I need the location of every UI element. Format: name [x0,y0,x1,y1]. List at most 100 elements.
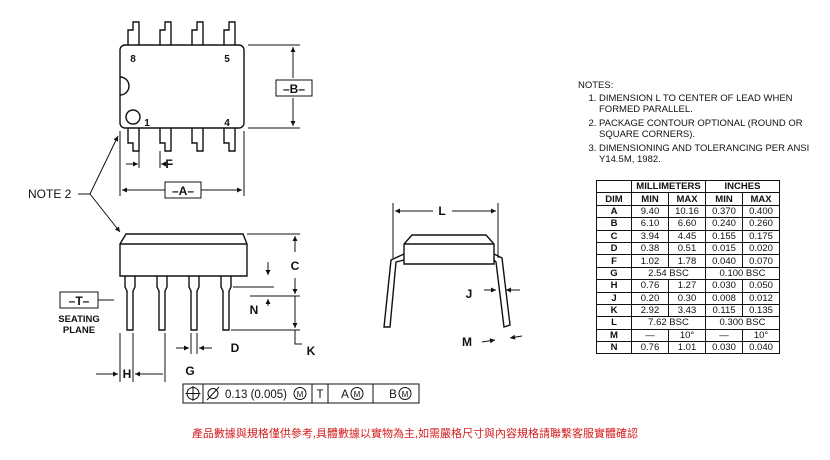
table-cell-value: 0.175 [742,229,780,243]
table-cell-dim: F [596,254,632,268]
dimension-n [233,262,274,306]
table-cell-value: 0.050 [742,279,780,293]
table-cell-dim: L [596,316,632,330]
dimension-d [176,333,212,354]
dimension-g-label: G [185,364,194,378]
table-cell-value: 0.040 [705,254,743,268]
table-column-header: DIM [596,192,632,206]
datum-t [59,291,114,309]
seating-plane-label-1: SEATING [58,314,100,325]
dimension-c [247,233,300,297]
table-column-header: MIN [631,192,669,206]
pin-8-label: 8 [130,54,136,65]
note-item: DIMENSION L TO CENTER OF LEAD WHEN FORME… [599,93,818,116]
end-view [383,234,511,328]
table-cell-value: 0.30 [668,291,706,305]
notes-title: NOTES: [578,80,614,91]
table-cell-value: 1.78 [668,254,706,268]
note-item: DIMENSIONING AND TOLERANCING PER ANSI Y1… [599,143,818,166]
table-cell-value: 10° [742,328,780,343]
table-cell-value: 0.135 [742,303,780,318]
dimension-h-label: H [123,367,132,381]
table-group-header: INCHES [705,179,780,194]
table-cell-dim: K [596,303,632,318]
front-view [119,233,248,331]
table-cell-value: 2.54 BSC [631,266,706,281]
dimension-m-label: M [462,335,472,349]
dimension-c-label: C [291,259,300,273]
note-2-leaders [78,135,121,233]
table-cell-value: 0.370 [705,204,743,219]
table-cell-dim: C [596,229,632,243]
table-cell-value: 3.43 [668,303,706,318]
table-cell-dim: G [596,266,632,281]
table-cell-value: 1.02 [631,254,669,268]
datum-t-label: –T– [69,294,90,308]
table-cell-value: 0.020 [742,241,780,256]
table-cell-value: 0.008 [705,291,743,305]
table-cell-value: 0.070 [742,254,780,268]
table-cell-value: 0.240 [705,217,743,231]
tolerance-frame [182,383,420,404]
table-cell-value: 0.400 [742,204,780,219]
table-cell-value: 0.115 [705,303,743,318]
table-corner [596,179,632,194]
dimension-table: MILLIMETERS INCHES DIM MIN MAX MIN MAX A… [596,179,780,355]
top-view [119,21,245,152]
table-cell-value: 0.155 [705,229,743,243]
table-cell-value: 0.100 BSC [705,266,780,281]
note-2-label: NOTE 2 [28,187,72,201]
datum-ref-t: T [316,389,323,401]
table-cell-dim: D [596,241,632,256]
tolerance-value: 0.13 (0.005) [225,389,287,401]
dimension-b-label: –B– [283,82,305,96]
dimension-f-label: F [165,157,172,171]
table-cell-value: 0.76 [631,279,669,293]
table-column-header-row: DIM MIN MAX MIN MAX [596,192,780,206]
dimension-k [231,296,302,345]
table-cell-dim: J [596,291,632,305]
table-cell-value: 0.030 [705,341,743,355]
pin-5-label: 5 [224,54,230,65]
dimension-n-label: N [250,303,259,317]
table-cell-value: 6.10 [631,217,669,231]
note-item: PACKAGE CONTOUR OPTIONAL (ROUND OR SQUAR… [599,118,818,141]
dimension-k-label: K [307,344,316,358]
dimension-j-label: J [466,287,473,301]
table-cell-value: 2.92 [631,303,669,318]
table-cell-value: 0.20 [631,291,669,305]
notes-list: DIMENSION L TO CENTER OF LEAD WHEN FORME… [578,93,818,166]
pin-4-label: 4 [224,118,230,129]
tolerance-mmc-1: M [297,390,304,399]
table-cell-value: 0.015 [705,241,743,256]
table-cell-value: 10° [668,328,706,343]
dimension-b [248,44,313,129]
table-cell-value: 6.60 [668,217,706,231]
table-cell-value: 0.260 [742,217,780,231]
table-cell-dim: B [596,217,632,231]
dimension-a-label: –A– [172,184,194,198]
table-column-header: MAX [668,192,706,206]
dimension-a [119,131,245,199]
datum-ref-a: A [341,389,349,401]
table-cell-value: 9.40 [631,204,669,219]
seating-plane-label-2: PLANE [63,325,95,336]
table-cell-value: 0.300 BSC [705,316,780,330]
datum-ref-b: B [389,389,397,401]
table-cell-value: 0.76 [631,341,669,355]
tolerance-mmc-3: M [402,390,409,399]
table-cell-value: 1.27 [668,279,706,293]
table-column-header: MIN [705,192,743,206]
table-cell-value: — [705,328,743,343]
dimension-h-g [96,333,166,382]
table-cell-value: 0.38 [631,241,669,256]
table-cell-value: 0.030 [705,279,743,293]
